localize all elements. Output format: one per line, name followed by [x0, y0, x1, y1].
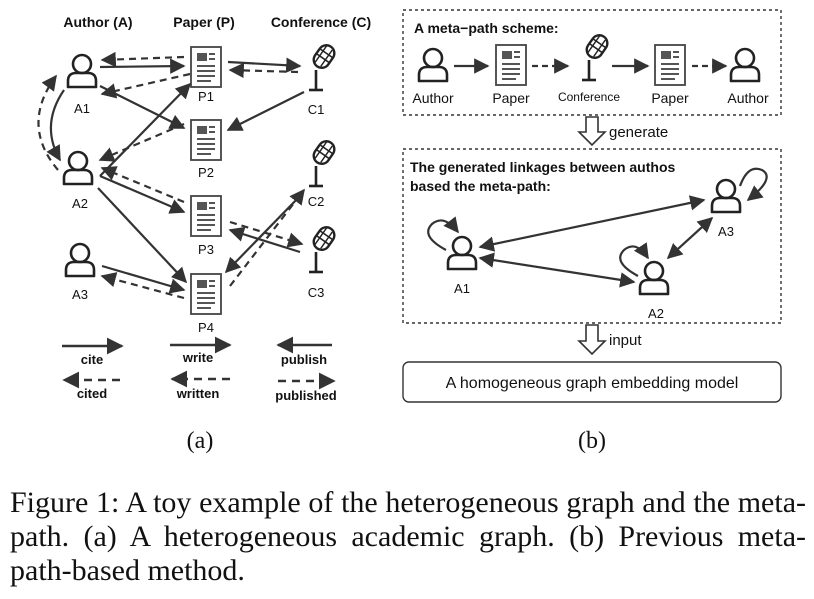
author-a3-icon: [64, 242, 96, 278]
embedding-model-box: [402, 361, 782, 403]
linkage-a3-label: A3: [718, 224, 734, 239]
edge-c1-publishes-p2: [226, 91, 305, 131]
author-a1-icon: [66, 53, 98, 89]
scheme-node-label-1: Author: [412, 90, 454, 106]
scheme-node-label-3: Conference: [558, 90, 620, 104]
author-a1-label: A1: [74, 101, 90, 116]
header-conference: Conference (C): [271, 14, 371, 30]
linkage-a2-a3: [666, 216, 714, 260]
linkage-edges: [427, 167, 768, 288]
linkage-title-line-1: The generated linkages between authos: [410, 159, 676, 175]
conference-c2-icon: [307, 136, 339, 188]
input-label: input: [609, 332, 642, 349]
paper-p2-icon: [190, 119, 222, 161]
linkage-a2-self-loop: [619, 242, 649, 277]
scheme-title: A meta−path scheme:: [414, 20, 559, 36]
scheme-author-icon-2: [729, 47, 761, 83]
edge-c2-publishes-p4: [224, 195, 301, 274]
panel-a-label: (a): [187, 428, 214, 454]
linkage-box: [402, 148, 782, 324]
edge-p1-written-by-a1: [100, 51, 185, 68]
author-a3-label: A3: [72, 287, 88, 302]
scheme-node-label-2: Paper: [492, 90, 530, 106]
edge-a3-writes-p4: [101, 264, 186, 294]
scheme-paper-icon-1: [495, 44, 527, 86]
edge-c3-publishes-p3: [228, 226, 301, 254]
panel-b-label: (b): [578, 428, 606, 454]
paper-p4-icon: [190, 273, 222, 315]
legend-write-label: write: [182, 350, 213, 365]
edge-a2-cited-by-a1: [37, 74, 59, 171]
legend-written-label: written: [176, 386, 220, 401]
edge-p3-written-by-a2: [100, 166, 185, 204]
edge-a1-cites-a2: [46, 89, 65, 162]
edge-p1-published-c1: [227, 57, 302, 73]
scheme-node-label-5: Author: [727, 90, 769, 106]
input-arrow-icon: [577, 324, 607, 356]
embedding-model-label: A homogeneous graph embedding model: [446, 375, 739, 392]
edge-a2-writes-p1: [99, 82, 192, 177]
legend-cite-label: cite: [81, 352, 103, 367]
conference-c1-label: C1: [308, 102, 325, 117]
conference-c3-label: C3: [308, 285, 325, 300]
edge-p4-written-by-a3: [100, 272, 185, 300]
generate-label: generate: [609, 124, 668, 141]
edge-a2-writes-p3: [99, 174, 186, 214]
linkage-a1-icon: [446, 235, 478, 271]
meta-path-scheme-box: [402, 9, 782, 116]
linkage-a2-label: A2: [648, 306, 664, 321]
legend-arrows: [62, 336, 336, 390]
edge-a2-writes-p4: [97, 187, 188, 284]
generate-arrow-icon: [577, 116, 607, 147]
linkage-a3-icon: [710, 178, 742, 214]
conference-c3-icon: [307, 222, 339, 274]
scheme-author-icon-1: [417, 47, 449, 83]
linkage-a1-label: A1: [454, 281, 470, 296]
edge-a1-writes-p1: [99, 58, 186, 74]
edge-p3-published-c3: [229, 220, 304, 248]
conference-c2-label: C2: [308, 194, 325, 209]
linkage-a3-self-loop: [738, 167, 768, 201]
scheme-paper-icon-2: [654, 44, 686, 86]
panel-b: A meta−path scheme: Author Paper Confere…: [402, 9, 782, 454]
author-a2-icon: [62, 150, 94, 186]
panel-a: Author (A) Paper (P) Conference (C) A1 A…: [37, 14, 371, 454]
paper-p4-label: P4: [198, 320, 214, 335]
paper-p1-icon: [190, 46, 222, 88]
linkage-a1-a3: [478, 195, 706, 252]
linkage-title-line-2: based the meta-path:: [410, 178, 551, 194]
edge-p2-written-by-a2: [98, 122, 185, 162]
edge-a1-writes-p2: [99, 85, 186, 129]
paper-p1-label: P1: [198, 89, 214, 104]
linkage-a2-icon: [638, 260, 670, 296]
linkage-a1-self-loop: [427, 216, 459, 251]
linkage-a1-a2: [478, 252, 636, 288]
legend-published-label: published: [275, 388, 336, 403]
conference-c1-icon: [307, 40, 339, 92]
author-a2-label: A2: [72, 196, 88, 211]
paper-p2-label: P2: [198, 165, 214, 180]
legend-cited-label: cited: [77, 386, 107, 401]
scheme-node-label-4: Paper: [651, 90, 689, 106]
edge-p1-written-by-a1-b: [100, 72, 191, 99]
figure-caption: Figure 1: A toy example of the heterogen…: [10, 486, 806, 587]
legend-publish-label: publish: [281, 352, 327, 367]
scheme-conference-icon: [580, 30, 612, 82]
paper-p3-label: P3: [198, 242, 214, 257]
header-paper: Paper (P): [173, 14, 234, 30]
edge-c1-publishes-p1: [228, 62, 299, 79]
panel-a-edges: [37, 51, 305, 300]
paper-p3-icon: [190, 195, 222, 237]
header-author: Author (A): [63, 14, 132, 30]
